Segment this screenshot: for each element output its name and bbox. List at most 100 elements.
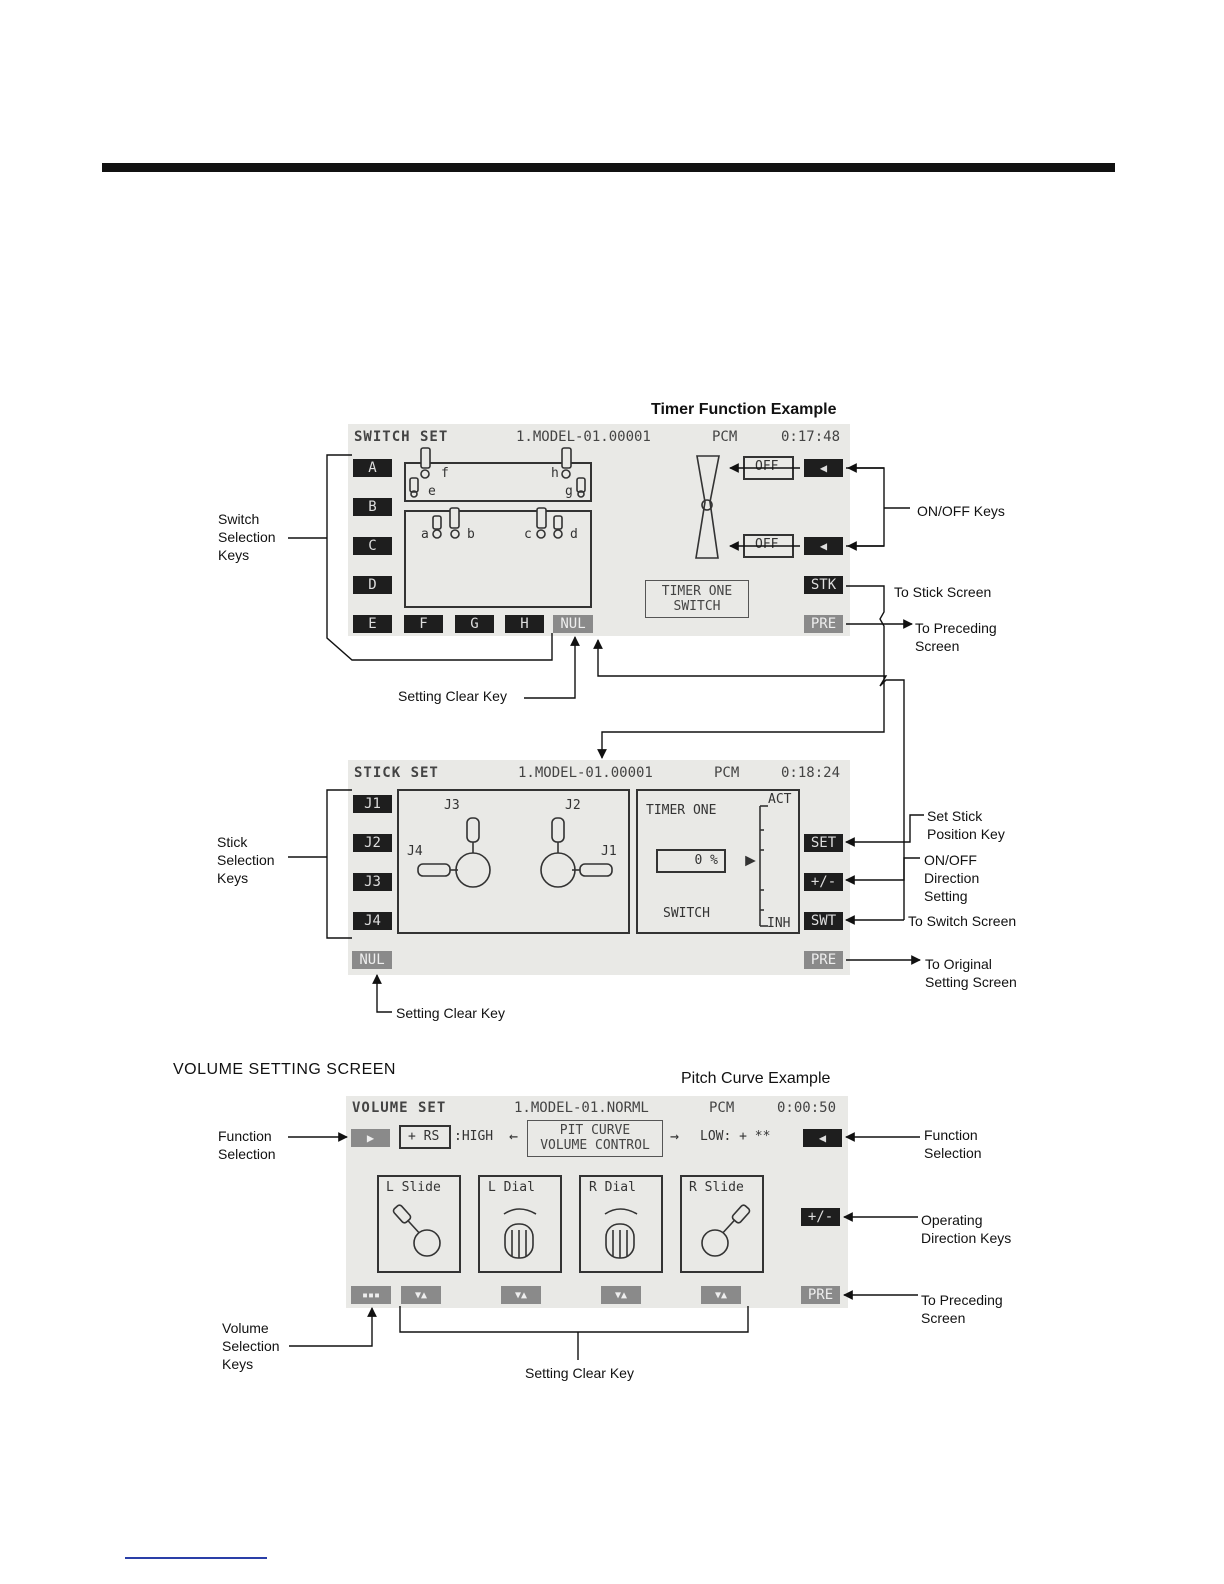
stick-label-j1: J1 bbox=[601, 844, 617, 859]
on-off-key-lower[interactable]: ◀ bbox=[804, 537, 843, 555]
on-off-key-upper[interactable]: ◀ bbox=[804, 459, 843, 477]
function-selection-right-key[interactable]: ◀ bbox=[803, 1129, 842, 1147]
stick-screen-model: 1.MODEL-01.00001 bbox=[518, 765, 653, 781]
stk-key[interactable]: STK bbox=[804, 576, 843, 594]
switch-nul-key[interactable]: NUL bbox=[553, 615, 593, 633]
stick-label-j3: J3 bbox=[444, 798, 460, 813]
annotation-function-selection-left: Function Selection bbox=[218, 1128, 276, 1162]
stick-timer-label: TIMER ONE bbox=[646, 803, 717, 818]
volume-screen-heading: VOLUME SETTING SCREEN bbox=[173, 1061, 396, 1078]
toggle-switch-b-icon bbox=[449, 507, 460, 539]
act-inh-scale bbox=[759, 805, 768, 927]
switch-key-c[interactable]: C bbox=[353, 537, 392, 555]
function-selection-left-key[interactable]: ▶ bbox=[351, 1129, 390, 1147]
volume-plusminus-key[interactable]: +/- bbox=[801, 1208, 840, 1226]
annotation-setting-clear-2: Setting Clear Key bbox=[396, 1005, 505, 1021]
swt-key[interactable]: SWT bbox=[804, 912, 843, 930]
pitch-curve-box: PIT CURVE VOLUME CONTROL bbox=[527, 1120, 663, 1157]
stick-timer-panel bbox=[636, 789, 800, 934]
lower-switch-panel bbox=[404, 510, 592, 608]
triangle-left-icon: ◀ bbox=[819, 539, 828, 553]
volume-selection-key[interactable]: ▪▪▪ bbox=[351, 1286, 391, 1304]
timer-box-line2: SWITCH bbox=[673, 599, 721, 614]
switch-key-e[interactable]: E bbox=[353, 615, 392, 633]
volume-r-dial[interactable] bbox=[579, 1175, 663, 1273]
timer-example-heading: Timer Function Example bbox=[651, 401, 837, 418]
slide-lever-left-icon bbox=[392, 1204, 441, 1257]
toggle-switch-e-icon bbox=[409, 477, 419, 498]
volume-screen-model: 1.MODEL-01.NORML bbox=[514, 1100, 649, 1116]
rs-box bbox=[399, 1125, 451, 1149]
rs-label: + RS bbox=[408, 1129, 440, 1144]
volume-screen-time: 0:00:50 bbox=[777, 1100, 837, 1116]
stick-label-j4: J4 bbox=[407, 844, 423, 859]
leader-lines bbox=[288, 454, 924, 1360]
switch-letter-a: a bbox=[421, 527, 429, 542]
switch-key-d[interactable]: D bbox=[353, 576, 392, 594]
volume-l-slide[interactable] bbox=[377, 1175, 461, 1273]
triangle-right-icon: ▶ bbox=[366, 1131, 375, 1145]
arrow-right-icon: → bbox=[670, 1127, 680, 1145]
pitch-example-heading: Pitch Curve Example bbox=[681, 1070, 831, 1087]
switch-key-g[interactable]: G bbox=[455, 615, 494, 633]
switch-pre-key[interactable]: PRE bbox=[804, 615, 843, 633]
timer-box-line1: TIMER ONE bbox=[661, 584, 733, 599]
switch-screen-model: 1.MODEL-01.00001 bbox=[516, 429, 651, 445]
stick-key-j4[interactable]: J4 bbox=[353, 912, 392, 930]
annotation-to-preceding-1: To Preceding Screen bbox=[915, 620, 997, 654]
volume-l-dial[interactable] bbox=[478, 1175, 562, 1273]
up-down-icon: ▼▲ bbox=[514, 1289, 528, 1301]
inh-label: INH bbox=[767, 916, 791, 931]
stick-pre-key[interactable]: PRE bbox=[804, 951, 843, 969]
volume-pre-key[interactable]: PRE bbox=[801, 1286, 840, 1304]
off-label-upper: OFF bbox=[755, 459, 779, 474]
stick-plusminus-key[interactable]: +/- bbox=[804, 873, 843, 891]
switch-screen-time: 0:17:48 bbox=[781, 429, 841, 445]
switch-key-a[interactable]: A bbox=[353, 459, 392, 477]
setting-clear-key-2[interactable]: ▼▲ bbox=[501, 1286, 541, 1304]
annotation-on-off-keys: ON/OFF Keys bbox=[917, 503, 1005, 519]
setting-clear-key-3[interactable]: ▼▲ bbox=[601, 1286, 641, 1304]
setting-clear-key-4[interactable]: ▼▲ bbox=[701, 1286, 741, 1304]
switch-screen-mode: PCM bbox=[712, 429, 738, 445]
set-key[interactable]: SET bbox=[804, 834, 843, 852]
annotation-volume-selection: Volume Selection Keys bbox=[222, 1320, 280, 1372]
switch-key-b[interactable]: B bbox=[353, 498, 392, 516]
switch-key-f[interactable]: F bbox=[404, 615, 443, 633]
stick-key-j3[interactable]: J3 bbox=[353, 873, 392, 891]
volume-label-l-slide: L Slide bbox=[386, 1180, 441, 1195]
switch-letter-c: c bbox=[524, 527, 532, 542]
annotation-function-selection-right: Function Selection bbox=[924, 1127, 982, 1161]
switch-letter-e: e bbox=[428, 484, 436, 499]
annotation-to-preceding-2: To Preceding Screen bbox=[921, 1292, 1003, 1326]
switch-screen-title: SWITCH SET bbox=[354, 429, 449, 445]
triangle-left-icon: ◀ bbox=[819, 461, 828, 475]
switch-set-screen bbox=[348, 424, 850, 636]
timer-switch-box: TIMER ONE SWITCH bbox=[645, 580, 749, 618]
annotation-to-switch-screen: To Switch Screen bbox=[908, 913, 1017, 929]
triangle-left-icon: ◀ bbox=[818, 1131, 827, 1145]
setting-clear-key-1[interactable]: ▼▲ bbox=[401, 1286, 441, 1304]
annotation-operating-direction: Operating Direction Keys bbox=[921, 1212, 1012, 1246]
switch-letter-d: d bbox=[570, 527, 578, 542]
up-down-icon: ▼▲ bbox=[614, 1289, 628, 1301]
annotation-setting-clear-3: Setting Clear Key bbox=[525, 1365, 634, 1381]
switch-letter-g: g bbox=[565, 484, 573, 499]
toggle-switch-d-icon bbox=[553, 515, 563, 539]
scale-pointer-icon bbox=[745, 855, 756, 867]
stick-key-j2[interactable]: J2 bbox=[353, 834, 392, 852]
stick-key-j1[interactable]: J1 bbox=[353, 795, 392, 813]
stick-screen-time: 0:18:24 bbox=[781, 765, 841, 781]
dial-knob-right-icon bbox=[604, 1208, 638, 1259]
off-label-lower: OFF bbox=[755, 537, 779, 552]
toggle-switch-c-icon bbox=[536, 507, 547, 539]
toggle-switch-a-icon bbox=[432, 515, 442, 539]
volume-r-slide[interactable] bbox=[680, 1175, 764, 1273]
percent-field[interactable]: 0 % bbox=[656, 849, 726, 873]
joystick-left-icon bbox=[417, 817, 491, 888]
volume-label-r-slide: R Slide bbox=[689, 1180, 744, 1195]
switch-key-h[interactable]: H bbox=[505, 615, 544, 633]
stick-nul-key[interactable]: NUL bbox=[352, 951, 392, 969]
annotation-on-off-direction: ON/OFF Direction Setting bbox=[924, 852, 980, 904]
top-rule bbox=[102, 163, 1115, 172]
